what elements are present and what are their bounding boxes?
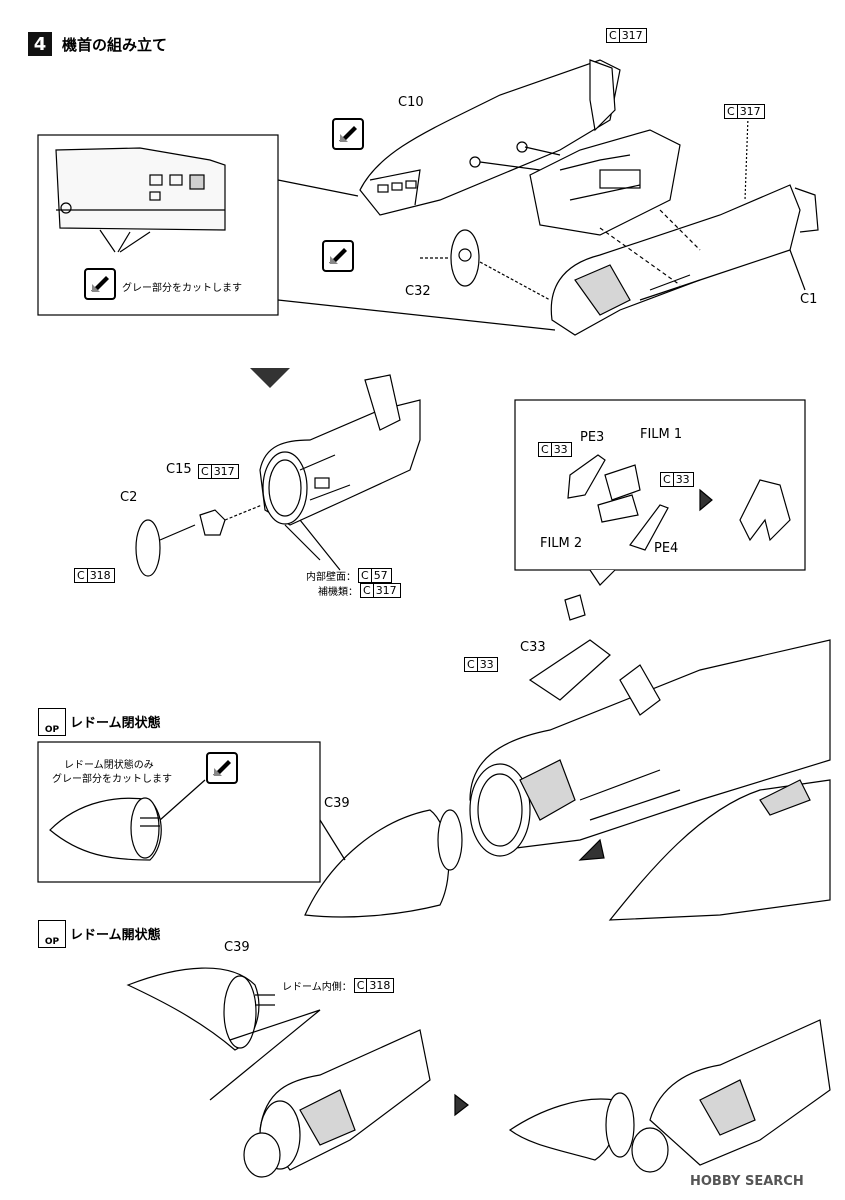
detail-inset-box bbox=[37, 134, 279, 316]
step-title: 機首の組み立て bbox=[62, 36, 168, 54]
radome-closed-title: レドーム閉状態 bbox=[70, 716, 161, 731]
optional-op-icon: OP bbox=[38, 920, 66, 948]
part-label-c32: C32 bbox=[405, 284, 431, 299]
optional-op-icon: OP bbox=[38, 708, 66, 736]
knife-cut-icon bbox=[322, 240, 354, 272]
part-label-pe3: PE3 bbox=[580, 430, 605, 445]
part-label-film2: FILM 2 bbox=[540, 536, 583, 551]
knife-cut-icon bbox=[332, 118, 364, 150]
arrow-down-icon bbox=[250, 368, 290, 388]
cut-note: グレー部分をカットします bbox=[122, 283, 242, 294]
radome-closed-note-2: グレー部分をカットします bbox=[52, 774, 172, 785]
part-label-c33: C33 bbox=[520, 640, 546, 655]
radome-open-title: レドーム開状態 bbox=[70, 928, 161, 943]
part-label-c1: C1 bbox=[800, 292, 818, 307]
part-label-c39-open: C39 bbox=[224, 940, 250, 955]
part-label-c2: C2 bbox=[120, 490, 138, 505]
part-label-pe4: PE4 bbox=[654, 541, 679, 556]
step-number: 4 bbox=[28, 32, 52, 56]
part-label-film1: FILM 1 bbox=[640, 427, 683, 442]
radome-closed-note-1: レドーム閉状態のみ bbox=[64, 760, 154, 771]
part-label-c15: C15 bbox=[166, 462, 192, 477]
part-label-c10: C10 bbox=[398, 95, 424, 110]
knife-cut-icon bbox=[206, 752, 238, 784]
watermark: HOBBY SEARCH bbox=[690, 1174, 804, 1189]
part-label-c39: C39 bbox=[324, 796, 350, 811]
knife-cut-icon bbox=[84, 268, 116, 300]
